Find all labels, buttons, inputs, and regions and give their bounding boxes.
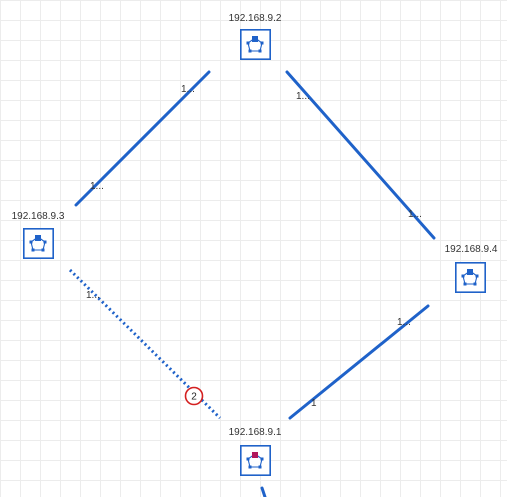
node-192-168-9-2[interactable]	[240, 29, 271, 60]
link-192-168-9-1-downstream[interactable]	[260, 486, 267, 497]
link-label-4-1-near-1: 1	[311, 398, 317, 409]
link-label-2-4-near-2: 1...	[296, 91, 310, 102]
link-label-2-3-near-2: 1...	[181, 84, 195, 95]
network-device-icon	[461, 269, 479, 286]
link-label-2-3-near-3: 1...	[90, 181, 104, 192]
link-192-168-9-2-to-192-168-9-3[interactable]	[74, 70, 211, 207]
network-device-icon	[246, 452, 264, 469]
link-alarm-badge[interactable]: 2	[184, 386, 204, 406]
node-192-168-9-3[interactable]	[23, 228, 54, 259]
link-192-168-9-4-to-192-168-9-1[interactable]	[288, 304, 430, 420]
node-192-168-9-4[interactable]	[455, 262, 486, 293]
link-label-2-4-near-4: 1...	[408, 209, 422, 220]
link-label-3-1-near-3: 1...	[86, 290, 100, 301]
node-label-192-168-9-4: 192.168.9.4	[445, 244, 498, 255]
link-192-168-9-2-to-192-168-9-4[interactable]	[285, 70, 436, 240]
alarm-count: 2	[191, 392, 197, 403]
network-device-icon	[29, 235, 47, 252]
node-label-192-168-9-1: 192.168.9.1	[229, 427, 282, 438]
network-device-icon	[246, 36, 264, 53]
link-label-4-1-near-4: 1...	[397, 317, 411, 328]
node-label-192-168-9-2: 192.168.9.2	[229, 13, 282, 24]
node-label-192-168-9-3: 192.168.9.3	[12, 211, 65, 222]
node-192-168-9-1[interactable]	[240, 445, 271, 476]
